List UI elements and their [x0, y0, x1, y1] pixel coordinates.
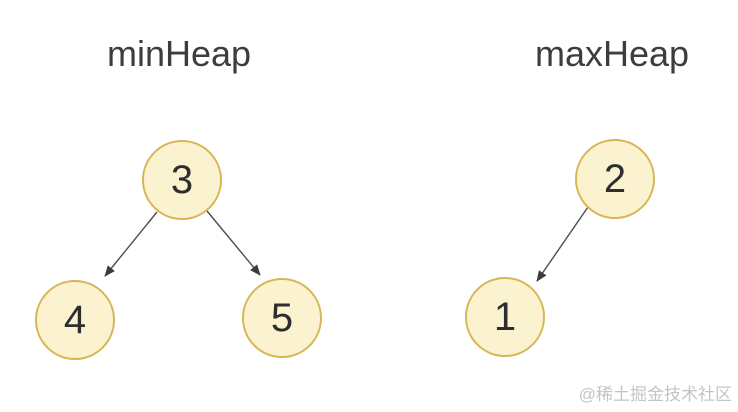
- maxheap-root-value: 2: [603, 157, 627, 201]
- maxheap-title: maxHeap: [535, 33, 690, 74]
- minheap-title: minHeap: [107, 33, 252, 74]
- minheap-right-child-value: 5: [270, 296, 294, 340]
- maxheap-left-child-node: 1: [465, 277, 545, 357]
- edge-minheap-3-to-5: [206, 210, 261, 276]
- edge-minheap-3-to-4: [104, 211, 158, 277]
- maxheap-left-child-value: 1: [493, 295, 517, 339]
- minheap-left-child-node: 4: [35, 280, 115, 360]
- maxheap-root-node: 2: [575, 139, 655, 219]
- edge-maxheap-2-to-1: [536, 206, 589, 282]
- minheap-left-child-value: 4: [63, 298, 87, 342]
- minheap-right-child-node: 5: [242, 278, 322, 358]
- watermark-text: @稀土掘金技术社区: [578, 385, 732, 404]
- minheap-root-node: 3: [142, 140, 222, 220]
- minheap-root-value: 3: [170, 158, 194, 202]
